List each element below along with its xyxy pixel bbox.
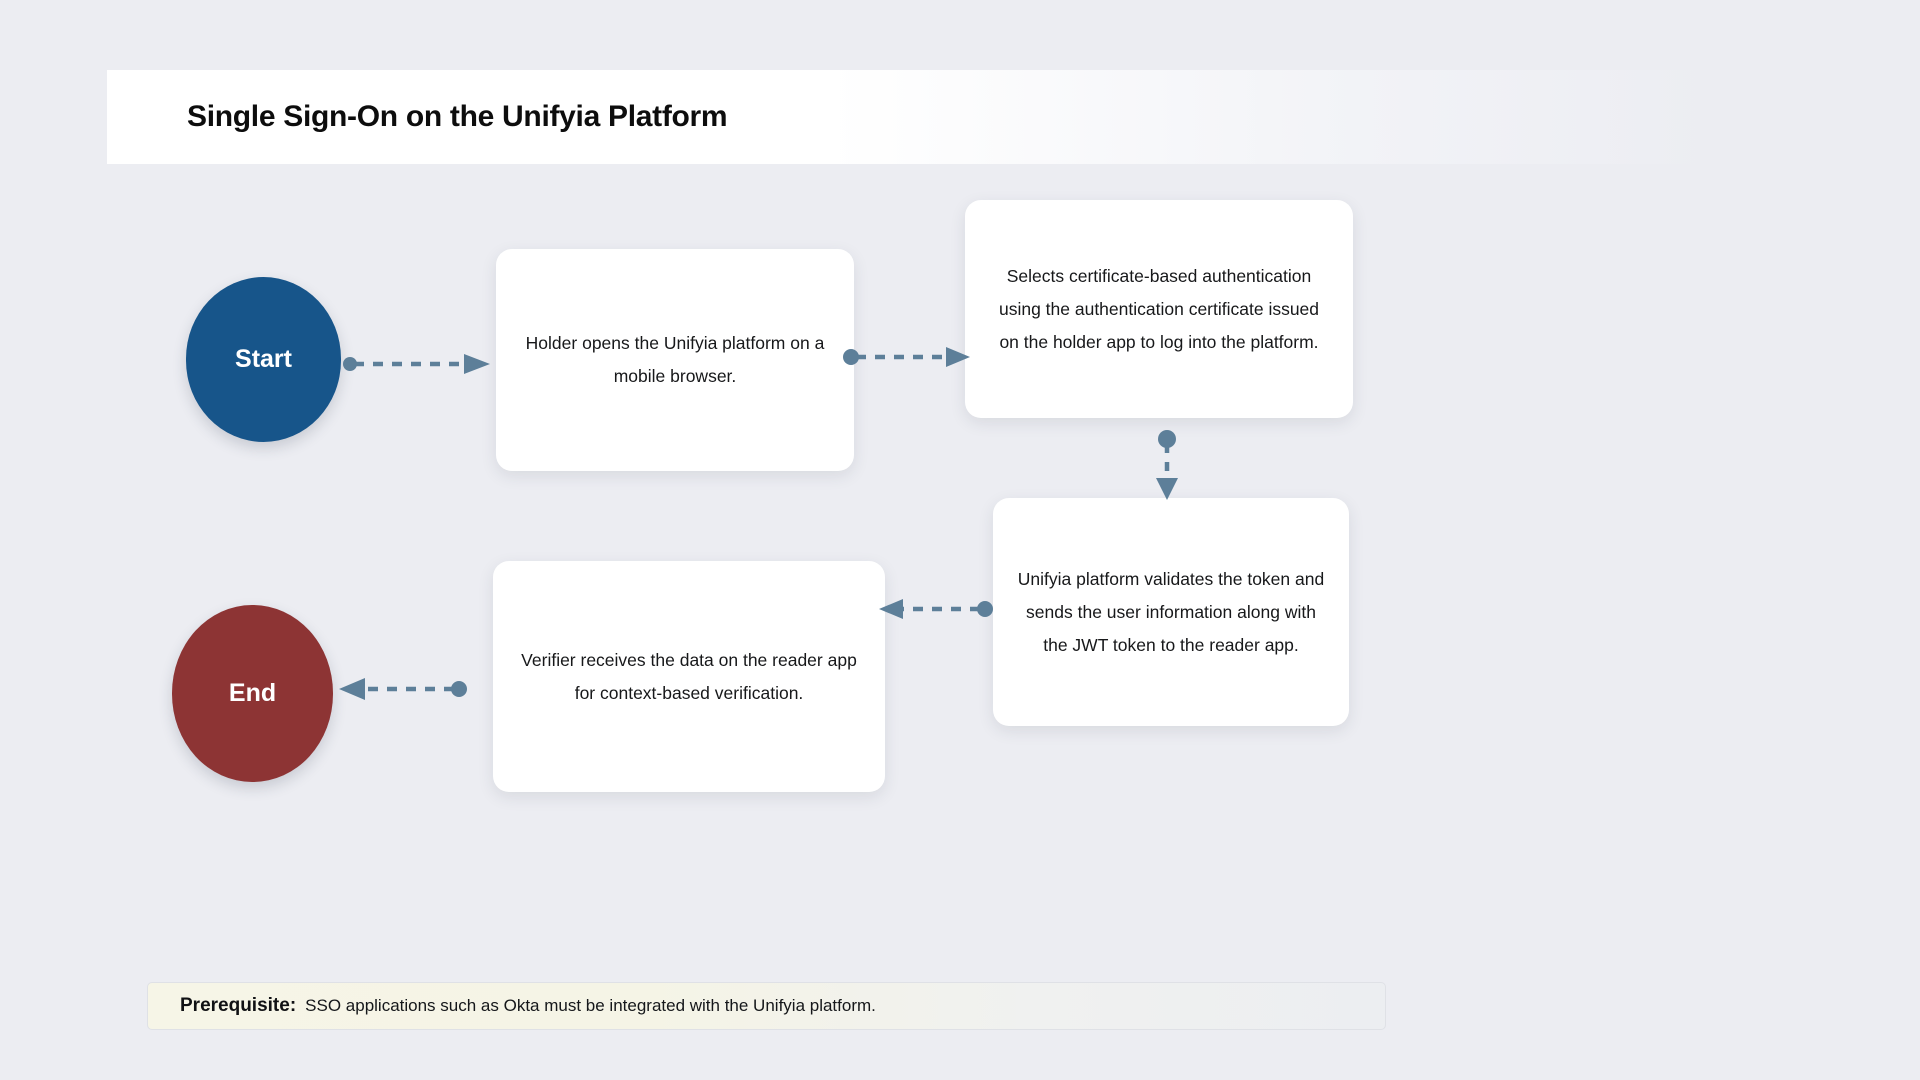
step-2-card: Selects certificate-based authentication… — [965, 200, 1353, 418]
step-3-card: Unifyia platform validates the token and… — [993, 498, 1349, 726]
prerequisite-bar: Prerequisite: SSO applications such as O… — [147, 982, 1386, 1030]
connector-step3-to-step4-icon — [879, 599, 993, 619]
title-banner: Single Sign-On on the Unifyia Platform — [107, 70, 1710, 164]
node-end[interactable]: End — [172, 605, 333, 782]
prerequisite-label: Prerequisite: — [180, 995, 297, 1016]
step-3-box[interactable]: Unifyia platform validates the token and… — [993, 498, 1349, 726]
connector-start-to-step1-icon — [343, 354, 490, 374]
connector-step4-to-end-icon — [339, 678, 467, 700]
step-2-box[interactable]: Selects certificate-based authentication… — [965, 200, 1353, 418]
page-title: Single Sign-On on the Unifyia Platform — [187, 100, 728, 133]
node-start[interactable]: Start — [186, 277, 341, 442]
step-1-card: Holder opens the Unifyia platform on a m… — [496, 249, 854, 471]
prerequisite-text: SSO applications such as Okta must be in… — [305, 996, 876, 1015]
node-end-label: End — [228, 679, 277, 707]
connector-step2-to-step3-icon — [1156, 430, 1178, 500]
step-3-text: Unifyia platform validates the token and… — [1017, 568, 1325, 655]
connector-step1-to-step2-icon — [843, 347, 970, 367]
node-start-label: Start — [235, 345, 292, 373]
step-1-box[interactable]: Holder opens the Unifyia platform on a m… — [496, 249, 854, 471]
step-4-box[interactable]: Verifier receives the data on the reader… — [493, 561, 885, 792]
step-4-card: Verifier receives the data on the reader… — [493, 561, 885, 792]
step-1-text: Holder opens the Unifyia platform on a m… — [525, 333, 825, 386]
step-4-text: Verifier receives the data on the reader… — [521, 649, 857, 703]
step-2-text: Selects certificate-based authentication… — [998, 265, 1320, 352]
